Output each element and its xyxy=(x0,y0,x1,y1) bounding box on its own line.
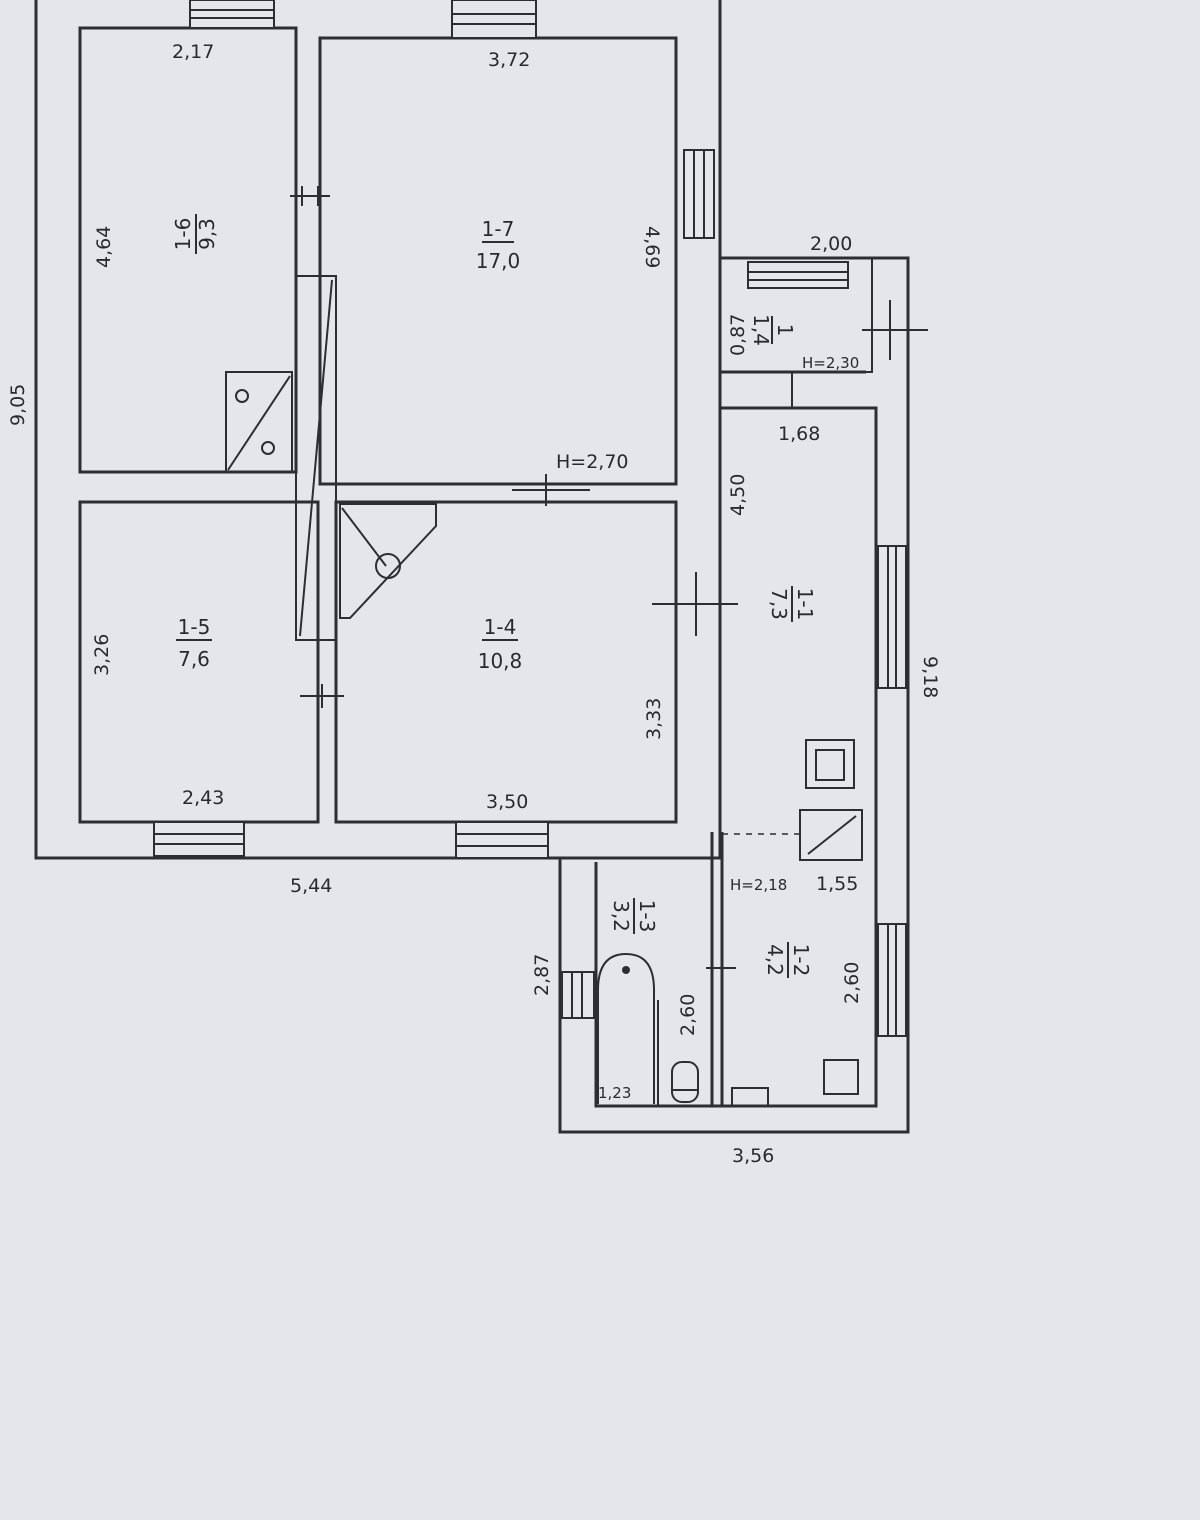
room-1-7-label: 1-7 17,0 xyxy=(476,217,521,273)
gas-stove-inner xyxy=(815,749,845,781)
fixtures xyxy=(225,371,863,1107)
dimensions: 2,17 3,72 4,64 4,69 9,05 3,26 2,43 3,50 … xyxy=(7,41,941,1167)
window xyxy=(451,0,537,39)
dim-label: 4,50 xyxy=(727,474,749,516)
boiler xyxy=(823,1059,859,1095)
room-labels: 1-6 9,3 1-7 17,0 1-5 7,6 1-4 10,8 1-1 7,… xyxy=(171,214,817,978)
sink-diagonal xyxy=(807,815,857,855)
dim-label: 1,68 xyxy=(778,423,820,445)
outer-wall xyxy=(34,0,722,860)
window xyxy=(153,821,245,857)
chimney-diagonal xyxy=(299,279,333,637)
room-1-6-label: 1-6 9,3 xyxy=(171,214,219,254)
room-code: 1-7 xyxy=(482,217,515,241)
stove-burner xyxy=(261,441,275,455)
room-area: 4,2 xyxy=(763,944,787,976)
window xyxy=(877,923,907,1037)
dim-label: 2,87 xyxy=(531,954,553,996)
stove-diagonal xyxy=(227,375,291,471)
height-label: H=2,30 xyxy=(802,354,859,372)
dim-label: 3,72 xyxy=(488,49,530,71)
windows xyxy=(153,0,907,1037)
room-1-5-label: 1-5 7,6 xyxy=(176,615,212,671)
counter xyxy=(731,1087,769,1107)
room-porch-label: 1 1,4 xyxy=(749,314,797,346)
dim-label: 3,26 xyxy=(91,634,113,676)
dim-label: 9,18 xyxy=(919,656,941,698)
bathtub xyxy=(597,952,655,1104)
room-area: 9,3 xyxy=(195,218,219,250)
toilet xyxy=(671,1061,699,1103)
dim-label: 2,43 xyxy=(182,787,224,809)
window xyxy=(877,545,907,689)
dim-label: 1,23 xyxy=(598,1084,631,1102)
dim-label: 2,60 xyxy=(677,994,699,1036)
dim-label: 3,50 xyxy=(486,791,528,813)
dim-label: 4,69 xyxy=(641,226,663,268)
dim-label: 2,60 xyxy=(841,962,863,1004)
corner-stove-line xyxy=(341,507,387,567)
wall-room-1-6 xyxy=(78,26,298,474)
room-1-1-label: 1-1 7,3 xyxy=(767,586,817,622)
dim-label: 2,00 xyxy=(810,233,852,255)
room-1-2-label: 1-2 4,2 xyxy=(763,942,813,978)
room-area: 7,3 xyxy=(767,588,791,620)
corner-stove xyxy=(339,503,437,619)
room-code: 1-5 xyxy=(178,615,211,639)
chimney xyxy=(295,275,337,641)
dim-label: 2,17 xyxy=(172,41,214,63)
dim-label: 3,33 xyxy=(643,698,665,740)
room-code: 1-3 xyxy=(635,900,659,933)
dim-label: 9,05 xyxy=(7,384,29,426)
room-1-3-label: 1-3 3,2 xyxy=(609,898,659,934)
room-area: 7,6 xyxy=(178,647,210,671)
bathtub-drain xyxy=(622,966,630,974)
height-label: H=2,18 xyxy=(730,876,787,894)
room-area: 10,8 xyxy=(478,649,523,673)
door-markers xyxy=(290,186,928,969)
room-1-4-label: 1-4 10,8 xyxy=(478,615,523,673)
corner-stove-circle xyxy=(375,553,401,579)
dim-label: 5,44 xyxy=(290,875,332,897)
window xyxy=(561,971,595,1019)
dim-label: 3,56 xyxy=(732,1145,774,1167)
inner-outline-main xyxy=(78,28,320,824)
room-area: 17,0 xyxy=(476,249,521,273)
gas-stove xyxy=(805,739,855,789)
stove-burner xyxy=(235,389,249,403)
room-code: 1-4 xyxy=(484,615,517,639)
window xyxy=(683,149,715,239)
dim-label: 1,55 xyxy=(816,873,858,895)
window xyxy=(189,0,275,29)
sink xyxy=(799,809,863,861)
height-label: H=2,70 xyxy=(556,451,629,473)
dim-label: 0,87 xyxy=(727,314,749,356)
heights: H=2,70 H=2,30 H=2,18 xyxy=(556,354,859,894)
stove xyxy=(225,371,293,473)
room-code: 1 xyxy=(773,324,797,337)
dim-label: 4,64 xyxy=(93,226,115,268)
window xyxy=(747,261,849,289)
room-code: 1-2 xyxy=(789,944,813,977)
room-area: 3,2 xyxy=(609,900,633,932)
wall-porch xyxy=(719,257,873,373)
window xyxy=(455,821,549,859)
room-code: 1-6 xyxy=(171,218,195,251)
room-code: 1-1 xyxy=(793,588,817,621)
room-area: 1,4 xyxy=(749,314,773,346)
